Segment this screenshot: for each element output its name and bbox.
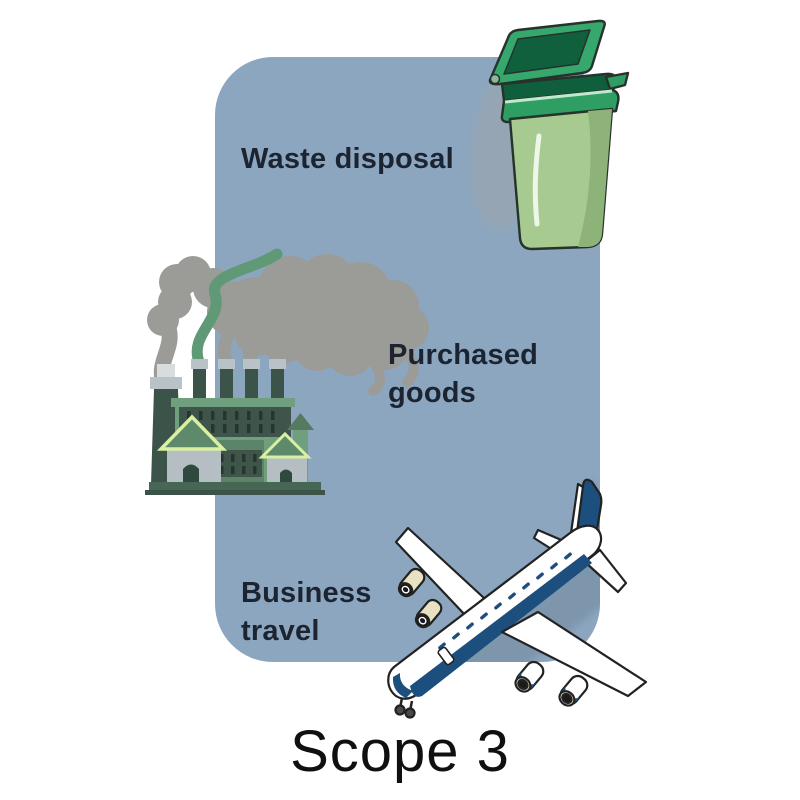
green-smoke-streak	[191, 248, 283, 368]
waste-disposal-label: Waste disposal	[241, 143, 454, 175]
plane-engine	[397, 567, 426, 598]
business-travel-label: Business travel	[241, 577, 372, 648]
plane-engine	[514, 660, 545, 693]
wheelie-bin-icon	[480, 18, 630, 258]
bin-lid	[488, 19, 606, 86]
factory-buildings	[145, 398, 325, 495]
plane-engine	[414, 598, 443, 629]
plane-far-wing	[394, 526, 486, 629]
scope3-title: Scope 3	[290, 719, 510, 784]
purchased-goods-label: Purchased goods	[388, 339, 539, 410]
plane-door	[437, 646, 455, 666]
plane-near-wing	[500, 610, 648, 707]
smoke-cloud	[147, 254, 429, 376]
bin-rim	[500, 71, 630, 124]
factory-smoke-icon	[135, 248, 435, 498]
bin-body	[508, 107, 614, 251]
plane-landing-gear	[394, 697, 416, 719]
airplane-icon	[380, 470, 680, 730]
plane-windows	[438, 552, 572, 650]
plane-engine	[558, 674, 589, 707]
